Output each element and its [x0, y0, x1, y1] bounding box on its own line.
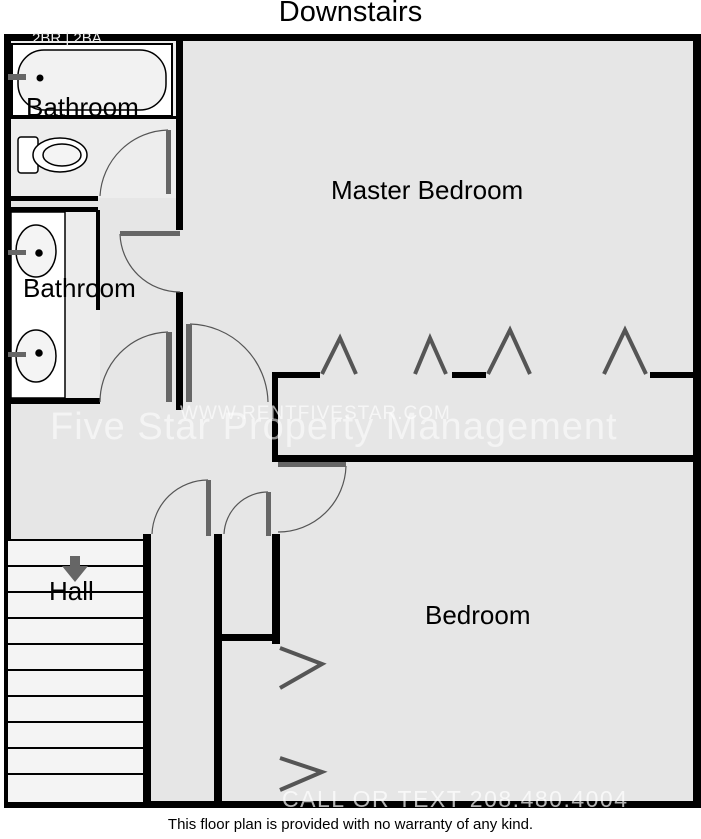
room-label-hall: Hall — [49, 576, 94, 606]
doors — [99, 129, 347, 535]
unit-info: 2BR | 2BA — [32, 30, 102, 47]
outer-walls — [4, 34, 701, 808]
disclaimer: This floor plan is provided with no warr… — [167, 816, 534, 833]
plan-title: Downstairs — [278, 0, 423, 28]
toilet — [17, 136, 88, 174]
watermark-company: Five Star Property Management — [50, 406, 618, 448]
door-panels — [120, 130, 346, 536]
room-label-bedroom: Bedroom — [425, 600, 531, 630]
stairs — [8, 539, 143, 802]
room-label-bathroom-lower: Bathroom — [23, 273, 136, 303]
watermark-website: WWW.RENTFIVESTAR.COM — [180, 403, 451, 424]
interior-walls — [8, 38, 695, 804]
bathtub — [8, 43, 178, 119]
closet-doors — [279, 325, 648, 792]
vanity — [8, 211, 66, 399]
stairs-down-arrow-icon — [62, 556, 88, 582]
room-label-bathroom-upper: Bathroom — [26, 92, 139, 122]
room-label-master-bedroom: Master Bedroom — [331, 175, 524, 205]
watermark-phone: CALL OR TEXT 208.480.4004 — [282, 786, 629, 812]
